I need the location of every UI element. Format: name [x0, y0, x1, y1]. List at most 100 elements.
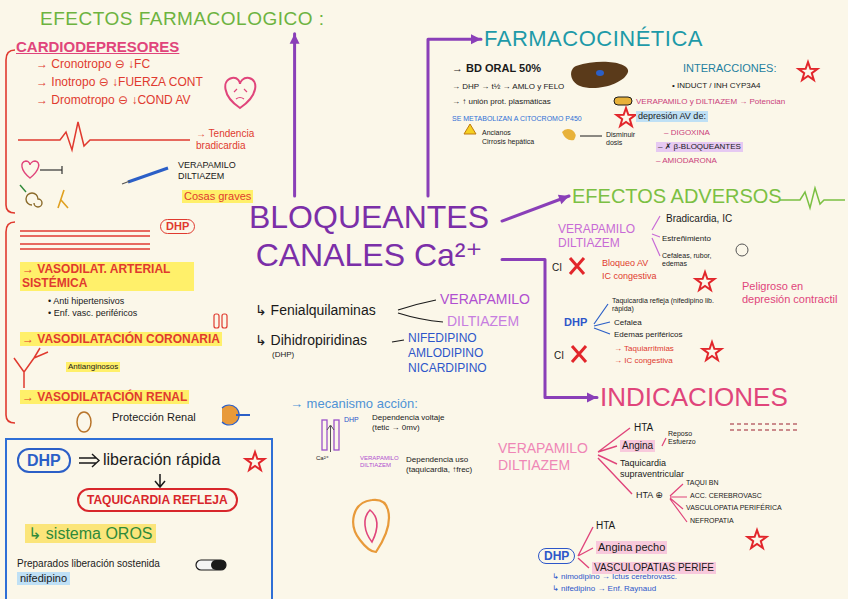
node-box: INDICACIONES: [600, 382, 788, 413]
label-text: Estreñimiento: [662, 234, 711, 244]
label-text: Cosas graves: [182, 190, 253, 203]
syringe-needle: [122, 181, 130, 184]
label-text: Angina: [620, 440, 655, 452]
label-text: DHP: [538, 548, 575, 564]
vessel-line: [20, 235, 150, 236]
label-text: Cefaleas, rubor, edemas: [662, 252, 726, 269]
vessel-icon: [214, 314, 219, 328]
branch-line: [594, 304, 610, 334]
arrowhead-end: [558, 195, 569, 204]
ion-arrow: [327, 425, 334, 452]
ecg-trace: [780, 188, 845, 208]
label-text: (DHP): [272, 350, 294, 360]
label-text: → IC congestiva: [614, 356, 673, 366]
label-text: HTA: [596, 520, 615, 532]
channel-wall: [322, 420, 327, 450]
vessel-line: [20, 243, 150, 244]
label-text: Ancianos: [482, 129, 511, 137]
label-text: → Tendencia bradicardia: [196, 128, 286, 152]
label-text: → Dromotropo ⊖ ↓COND AV: [36, 93, 191, 107]
connector: [293, 34, 296, 196]
label-text: Taquicardia refleja (nifedipino lib. ráp…: [612, 297, 732, 314]
liver-icon: [571, 62, 628, 88]
node-text: EFECTOS ADVERSOS: [572, 184, 782, 208]
label-text: VERAPAMILO DILTIAZEM: [360, 455, 402, 469]
pill-icon-half: [211, 560, 226, 570]
arrow-line: [20, 185, 26, 192]
node-text: Preparados liberación sostenida: [17, 558, 160, 570]
node-text: DHP: [27, 451, 61, 470]
star-mark: [747, 530, 766, 548]
node-box: DHP: [17, 448, 71, 473]
arrow-down: [155, 474, 165, 487]
label-text: → BD ORAL 50%: [452, 62, 541, 75]
cross-mark: [572, 346, 586, 362]
pill-icon: [196, 560, 226, 570]
label-text: Cirrosis hepática: [482, 138, 534, 146]
kidney-icon: [77, 412, 91, 432]
tree-line: [670, 484, 687, 522]
label-text: CARDIODEPRESORES: [16, 38, 179, 56]
node-box: TAQUICARDIA REFLEJA: [77, 488, 238, 512]
connector: [502, 196, 569, 221]
heart-organ: [353, 500, 389, 552]
label-text: Dependencia uso (taquicardia, ↑frec): [406, 455, 486, 474]
node-text: liberación rápida: [103, 450, 220, 469]
label-text: ACC. CEREBROVASC: [690, 492, 762, 500]
node-text: nifedipino: [17, 572, 70, 585]
label-text: Reposo Esfuerzo: [668, 430, 708, 447]
label-text: DILTIAZEM: [447, 313, 519, 330]
arrowhead-end: [471, 34, 481, 44]
warning-icon: [464, 124, 476, 134]
ecg-trace: [18, 122, 190, 150]
label-text: Cefalea: [614, 318, 642, 328]
label-text: Bradicardia, IC: [666, 213, 732, 225]
double-arrow: [79, 454, 99, 467]
lambda-icon: [58, 190, 68, 208]
label-text: • Anti hipertensivos: [48, 296, 124, 307]
node-box: liberación rápida↳ sistema OROSPreparado…: [5, 438, 273, 599]
vessel-line: [20, 230, 150, 231]
vessel-line: [20, 248, 150, 249]
label-text: • INDUCT / INH CYP3A4: [672, 81, 760, 91]
label-text: Edemas periféricos: [614, 330, 682, 340]
label-text: NIFEDIPINO: [408, 331, 477, 345]
label-text: Peligroso en depresión contractil: [742, 280, 838, 306]
label-text: VERAPAMILO DILTIAZEM: [558, 222, 648, 251]
node-text: EFECTOS FARMACOLOGICO :: [40, 8, 325, 31]
label-text: INTERACCIONES:: [683, 62, 777, 75]
tree-line: [662, 438, 666, 446]
node-text: BLOQUEANTES CANALES Ca²⁺: [238, 198, 500, 275]
label-text: ↳ nifedipino → Enf. Raynaud: [552, 584, 656, 594]
label-text: VERAPAMILO y DILTIAZEM → Potencian: [636, 97, 785, 107]
heart-chamber: [365, 510, 377, 542]
label-text: → Taquiarritmias: [614, 344, 674, 354]
label-text: → VASODILAT. ARTERIAL SISTÉMICA: [20, 262, 194, 291]
label-text: – ✗ β-BLOQUEANTES: [656, 142, 743, 152]
label-text: CI: [554, 350, 564, 362]
star-mark: [245, 452, 264, 470]
label-text: TAQUI BN: [686, 479, 719, 487]
branch-line: [652, 216, 660, 256]
label-text: ↳ Dihidropiridinas: [255, 332, 367, 349]
node-box: BLOQUEANTES CANALES Ca²⁺: [238, 198, 500, 275]
label-text: DHP: [160, 219, 195, 234]
label-text: Ca²⁺: [316, 455, 329, 462]
node-text: FARMACOCINÉTICA: [484, 26, 703, 52]
label-text: → VASODILATACIÓN CORONARIA: [20, 332, 222, 346]
node-box: FARMACOCINÉTICA: [484, 26, 703, 52]
label-text: → DHP → t½ → AMLO y FELO: [452, 82, 564, 92]
arrow-line: [398, 300, 436, 310]
label-text: depresión AV de:: [636, 111, 708, 122]
label-text: → Cronotropo ⊖ ↓FC: [36, 57, 150, 71]
label-text: → mecanismo acción:: [290, 396, 418, 412]
label-text: – AMIODARONA: [656, 156, 717, 166]
pill-icon: [614, 97, 632, 105]
label-text: VERAPAMILO DILTIAZEM: [178, 160, 248, 182]
label-text: DHP: [344, 416, 359, 424]
label-text: ↳ Fenialquilaminas: [255, 302, 376, 319]
label-text: NICARDIPINO: [408, 361, 487, 375]
label-text: ↳ nimodipino → Ictus cerebrovasc.: [552, 572, 677, 582]
label-text: VERAPAMILO: [440, 291, 530, 308]
